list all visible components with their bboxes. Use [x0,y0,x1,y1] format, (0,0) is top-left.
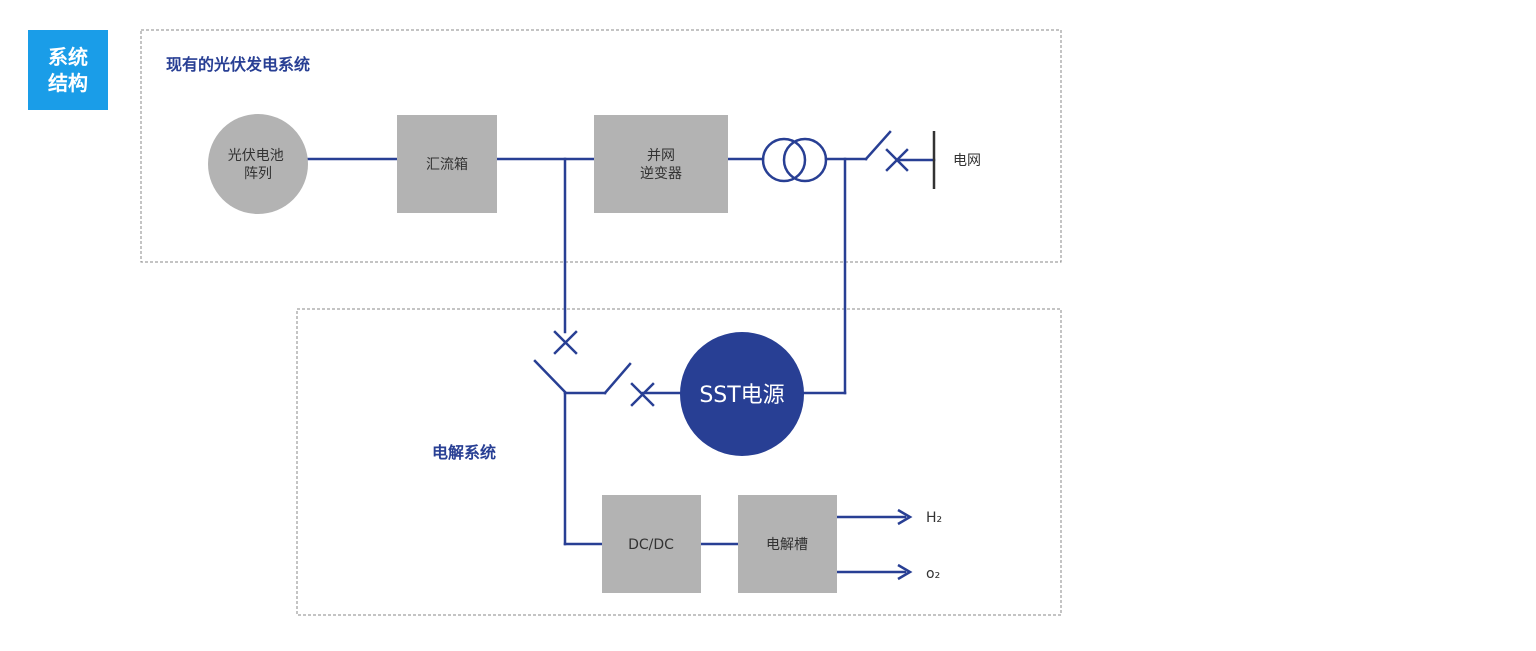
pv-array-label: 光伏电池 阵列 [228,148,288,182]
group-frame-electrolysis [296,308,1062,616]
breaker1-blade [533,359,567,394]
pv-array-node [208,114,308,214]
pv-array-label-line2: 阵列 [244,166,272,182]
group-title-electrolysis: 电解系统 [432,443,496,462]
section-badge: 系统结构 [28,30,108,110]
output-o2-label: o₂ [926,566,940,582]
output-h2-label: H₂ [926,510,942,526]
electrolyzer-node [738,495,837,593]
dcdc-label: DC/DC [628,537,674,553]
breaker2-x-b [630,382,655,407]
transformer-symbol [761,137,828,183]
transformer-coil-right [782,137,828,183]
pv-array-label-line1: 光伏电池 [228,148,284,164]
inverter-label-line1: 并网 [647,148,675,164]
sst-node [680,332,804,456]
connection-lines [304,130,936,574]
section-label: 系统结构 [48,45,88,95]
grid-label: 电网 [953,153,981,169]
inverter-node [594,115,728,213]
transformer-coil-left [761,137,807,183]
inverter-label-line2: 逆变器 [640,166,682,182]
sst-label: SST电源 [699,383,784,408]
electrolyzer-label: 电解槽 [766,537,808,553]
grid-breaker-blade [864,130,892,161]
group-frame-existing [140,29,1062,263]
arrowhead-h2 [897,508,913,526]
group-title-existing: 现有的光伏发电系统 [166,55,310,74]
breaker1-x-b [553,330,578,355]
combiner-box-label: 汇流箱 [426,157,468,173]
dcdc-node [602,495,701,593]
arrowhead-o2 [897,563,913,581]
combiner-box-node [397,115,497,213]
breaker2-blade [603,362,632,395]
